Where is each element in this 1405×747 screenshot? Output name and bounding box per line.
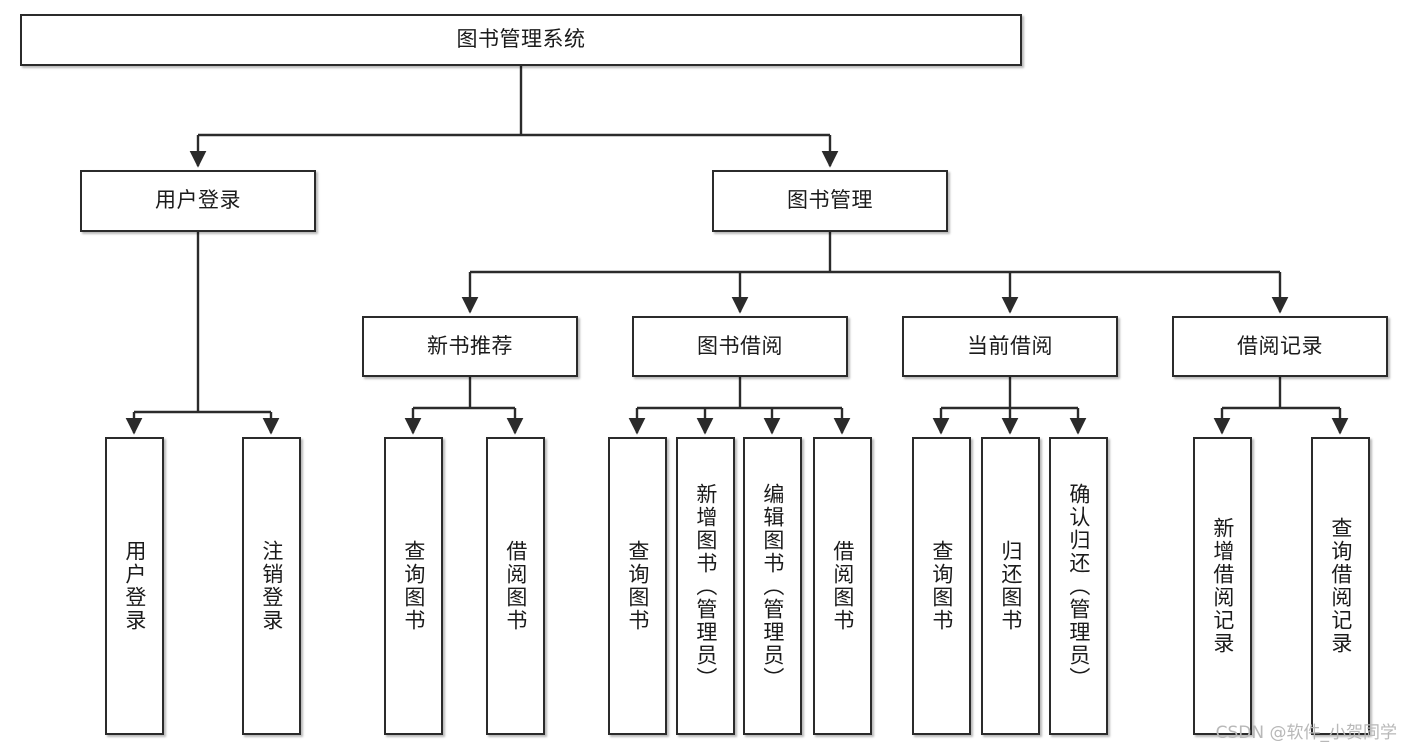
node-leaf-edit-book-label: 编辑图书（管理员） <box>760 482 785 690</box>
node-leaf-borrow-book-2[interactable]: 借阅图书 <box>813 437 872 735</box>
node-root-label: 图书管理系统 <box>456 27 586 52</box>
node-root[interactable]: 图书管理系统 <box>20 14 1022 66</box>
node-book-management-label: 图书管理 <box>787 188 873 213</box>
node-book-management[interactable]: 图书管理 <box>712 170 948 232</box>
node-leaf-borrow-book-2-label: 借阅图书 <box>830 540 855 632</box>
node-user-login-label: 用户登录 <box>155 188 241 213</box>
node-leaf-return-book[interactable]: 归还图书 <box>981 437 1040 735</box>
node-leaf-add-book-label: 新增图书（管理员） <box>693 482 718 690</box>
node-leaf-query-book-1-label: 查询图书 <box>401 540 426 632</box>
node-leaf-add-record-label: 新增借阅记录 <box>1210 517 1235 655</box>
node-book-borrow[interactable]: 图书借阅 <box>632 316 848 377</box>
node-leaf-query-book-3[interactable]: 查询图书 <box>912 437 971 735</box>
node-leaf-query-record-label: 查询借阅记录 <box>1328 517 1353 655</box>
node-leaf-user-login-label: 用户登录 <box>122 540 147 632</box>
node-leaf-confirm-return-label: 确认归还（管理员） <box>1066 482 1091 690</box>
node-leaf-edit-book[interactable]: 编辑图书（管理员） <box>743 437 802 735</box>
node-leaf-return-book-label: 归还图书 <box>998 540 1023 632</box>
node-leaf-query-record[interactable]: 查询借阅记录 <box>1311 437 1370 735</box>
node-leaf-query-book-2[interactable]: 查询图书 <box>608 437 667 735</box>
node-leaf-add-record[interactable]: 新增借阅记录 <box>1193 437 1252 735</box>
node-leaf-add-book[interactable]: 新增图书（管理员） <box>676 437 735 735</box>
csdn-watermark: CSDN @软件_小贺同学 <box>1215 723 1397 743</box>
node-current-borrow[interactable]: 当前借阅 <box>902 316 1118 377</box>
node-borrow-record-label: 借阅记录 <box>1237 333 1323 358</box>
node-leaf-borrow-book-1-label: 借阅图书 <box>503 540 528 632</box>
node-borrow-record[interactable]: 借阅记录 <box>1172 316 1388 377</box>
node-new-book-recommend[interactable]: 新书推荐 <box>362 316 578 377</box>
node-leaf-user-login[interactable]: 用户登录 <box>105 437 164 735</box>
node-new-book-recommend-label: 新书推荐 <box>427 333 513 358</box>
node-leaf-user-logout[interactable]: 注销登录 <box>242 437 301 735</box>
node-leaf-user-logout-label: 注销登录 <box>259 540 284 632</box>
node-user-login[interactable]: 用户登录 <box>80 170 316 232</box>
node-leaf-query-book-1[interactable]: 查询图书 <box>384 437 443 735</box>
node-leaf-query-book-2-label: 查询图书 <box>625 540 650 632</box>
node-book-borrow-label: 图书借阅 <box>697 333 783 358</box>
node-current-borrow-label: 当前借阅 <box>967 333 1053 358</box>
node-leaf-confirm-return[interactable]: 确认归还（管理员） <box>1049 437 1108 735</box>
node-leaf-query-book-3-label: 查询图书 <box>929 540 954 632</box>
node-leaf-borrow-book-1[interactable]: 借阅图书 <box>486 437 545 735</box>
